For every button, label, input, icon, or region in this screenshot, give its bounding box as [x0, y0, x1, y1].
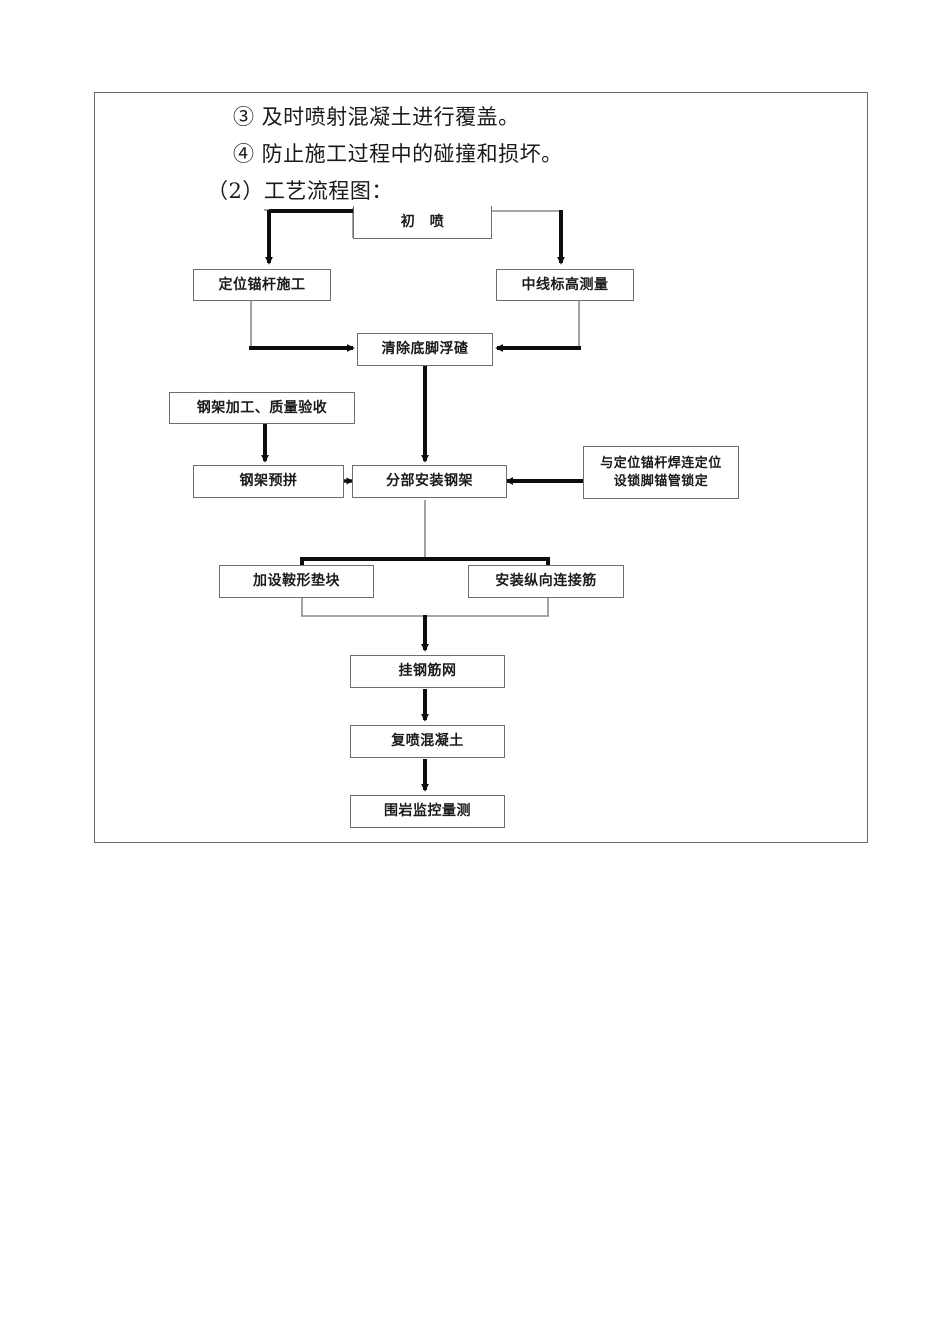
flow-node-anzhuang-zongxiang-lianjiejin[interactable]: 安装纵向连接筋: [468, 565, 624, 598]
flow-node-jiashe-anxing-dianKuai[interactable]: 加设鞍形垫块: [219, 565, 374, 598]
flowchart-connectors: [249, 208, 583, 792]
intro-line-3: ③ 及时喷射混凝土进行覆盖。: [233, 105, 520, 129]
flow-node-weiyan-jiankong-liangce[interactable]: 围岩监控量测: [350, 795, 505, 828]
flow-node-fenbu-anzhuang-gangjia[interactable]: 分部安装钢架: [352, 465, 507, 498]
flow-node-qingchu-dijiao-fuzha[interactable]: 清除底脚浮碴: [357, 333, 493, 366]
flow-node-chu-pen[interactable]: 初 喷: [353, 206, 492, 239]
flow-node-fupen-hunningtu[interactable]: 复喷混凝土: [350, 725, 505, 758]
flow-node-dingwei-maogan-shigong[interactable]: 定位锚杆施工: [193, 269, 331, 301]
process-flowchart: 初 喷 定位锚杆施工 中线标高测量 清除底脚浮碴 钢架加工、质量验收 钢架预拼 …: [95, 93, 869, 844]
flow-node-gangjia-jiagong-zhiliang-yanshou[interactable]: 钢架加工、质量验收: [169, 392, 355, 424]
flow-node-yu-dingwei-maogan-hanlian[interactable]: 与定位锚杆焊连定位 设锁脚锚管锁定: [583, 446, 739, 499]
flow-node-zhongxian-biaogao-celiang[interactable]: 中线标高测量: [496, 269, 634, 301]
section-heading-process-flow: （2）工艺流程图：: [207, 179, 393, 203]
flow-node-gua-gangjinwang[interactable]: 挂钢筋网: [350, 655, 505, 688]
document-page-frame: ③ 及时喷射混凝土进行覆盖。 ④ 防止施工过程中的碰撞和损坏。 （2）工艺流程图…: [94, 92, 868, 843]
flow-node-gangjia-yupin[interactable]: 钢架预拼: [193, 465, 344, 498]
flow-node-line-2: 设锁脚锚管锁定: [613, 473, 709, 489]
flow-node-line-1: 与定位锚杆焊连定位: [600, 455, 722, 471]
intro-line-4: ④ 防止施工过程中的碰撞和损坏。: [233, 142, 563, 166]
